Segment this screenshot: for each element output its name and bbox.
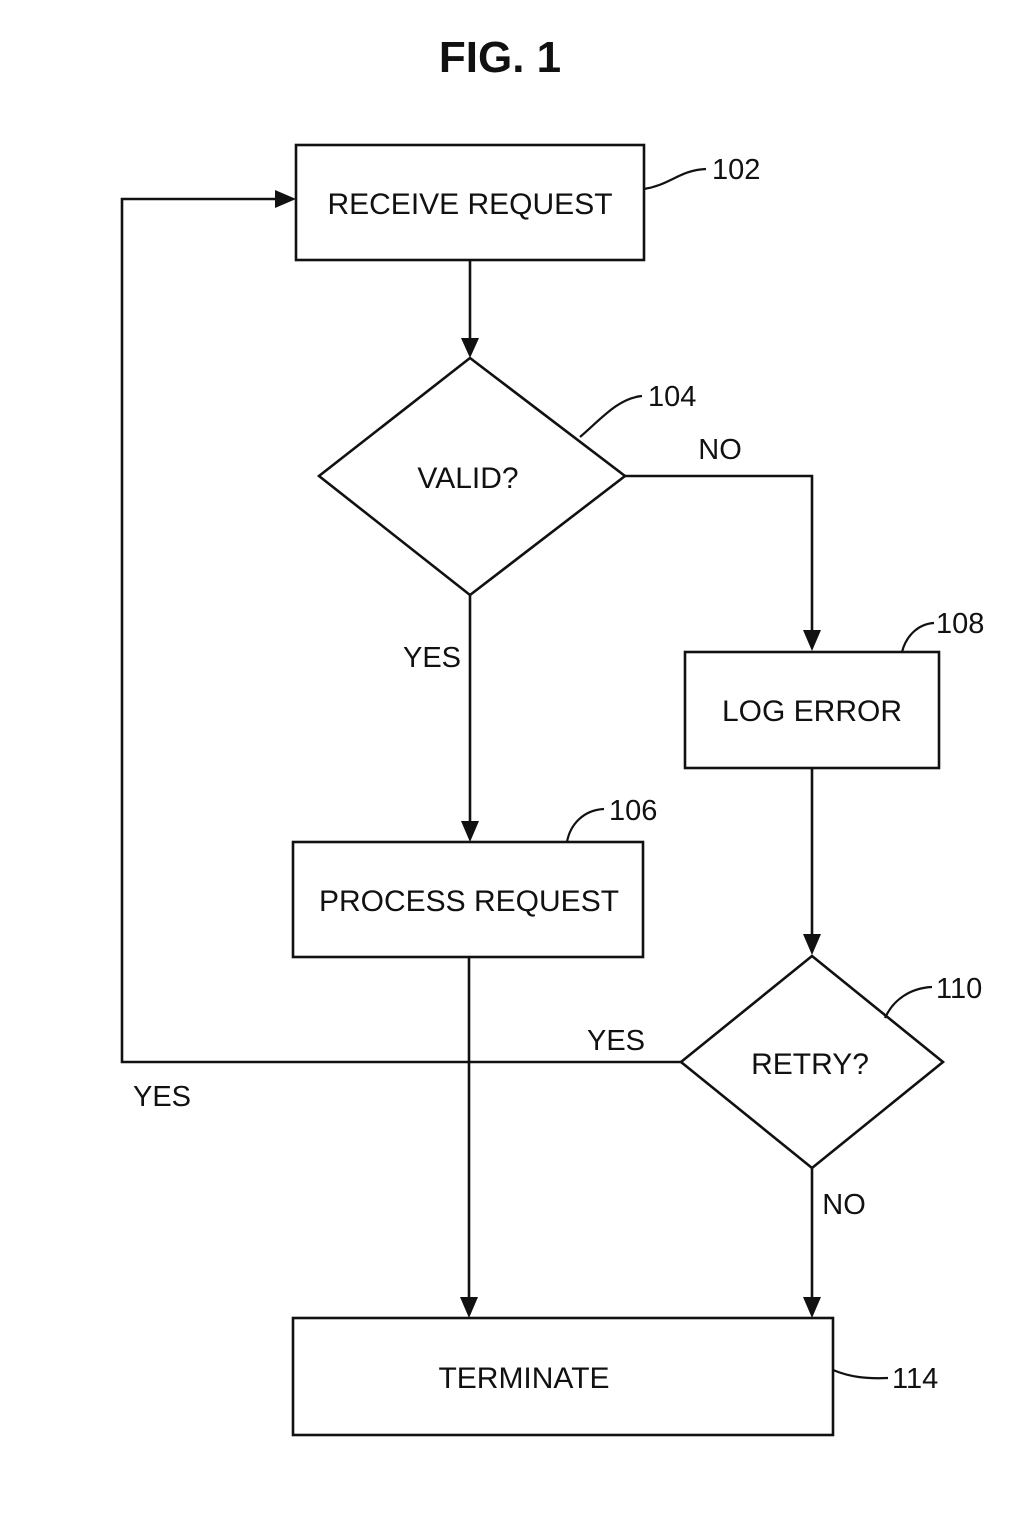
edge-label-retry-no: NO (822, 1189, 866, 1221)
arrowhead-valid-top (461, 338, 479, 358)
ref-numeral-104: 104 (648, 381, 696, 413)
node-terminate-label: TERMINATE (438, 1362, 609, 1395)
ref-leader-114 (833, 1370, 888, 1378)
ref-leader-108 (902, 623, 934, 652)
arrowhead-retry-top (803, 934, 821, 955)
ref-leader-104 (580, 396, 642, 437)
edge-label-valid-no: NO (698, 434, 742, 466)
edge-valid-to-log (625, 476, 812, 632)
ref-numeral-110: 110 (936, 973, 982, 1005)
arrowhead-terminate-left (460, 1297, 478, 1318)
ref-numeral-102: 102 (712, 154, 760, 186)
edge-label-valid-yes: YES (403, 642, 461, 674)
ref-leader-106 (567, 809, 604, 842)
node-retry-label: RETRY? (751, 1048, 869, 1081)
arrowhead-log-top (803, 630, 821, 651)
node-valid-label: VALID? (417, 462, 518, 495)
arrowhead-terminate-right (803, 1297, 821, 1318)
ref-leader-102 (644, 169, 706, 189)
ref-leader-110 (885, 987, 932, 1018)
node-process-request-label: PROCESS REQUEST (319, 885, 619, 918)
edge-label-retry-yes: YES (587, 1025, 645, 1057)
node-log-error-label: LOG ERROR (722, 695, 902, 728)
ref-numeral-108: 108 (936, 608, 984, 640)
node-receive-request-label: RECEIVE REQUEST (327, 188, 612, 221)
arrowhead-process-top (461, 821, 479, 842)
edge-label-loop-yes: YES (133, 1081, 191, 1113)
figure-title: FIG. 1 (439, 33, 561, 82)
ref-numeral-106: 106 (609, 795, 657, 827)
arrowhead-receive-left (275, 190, 296, 208)
ref-numeral-114: 114 (892, 1363, 938, 1395)
